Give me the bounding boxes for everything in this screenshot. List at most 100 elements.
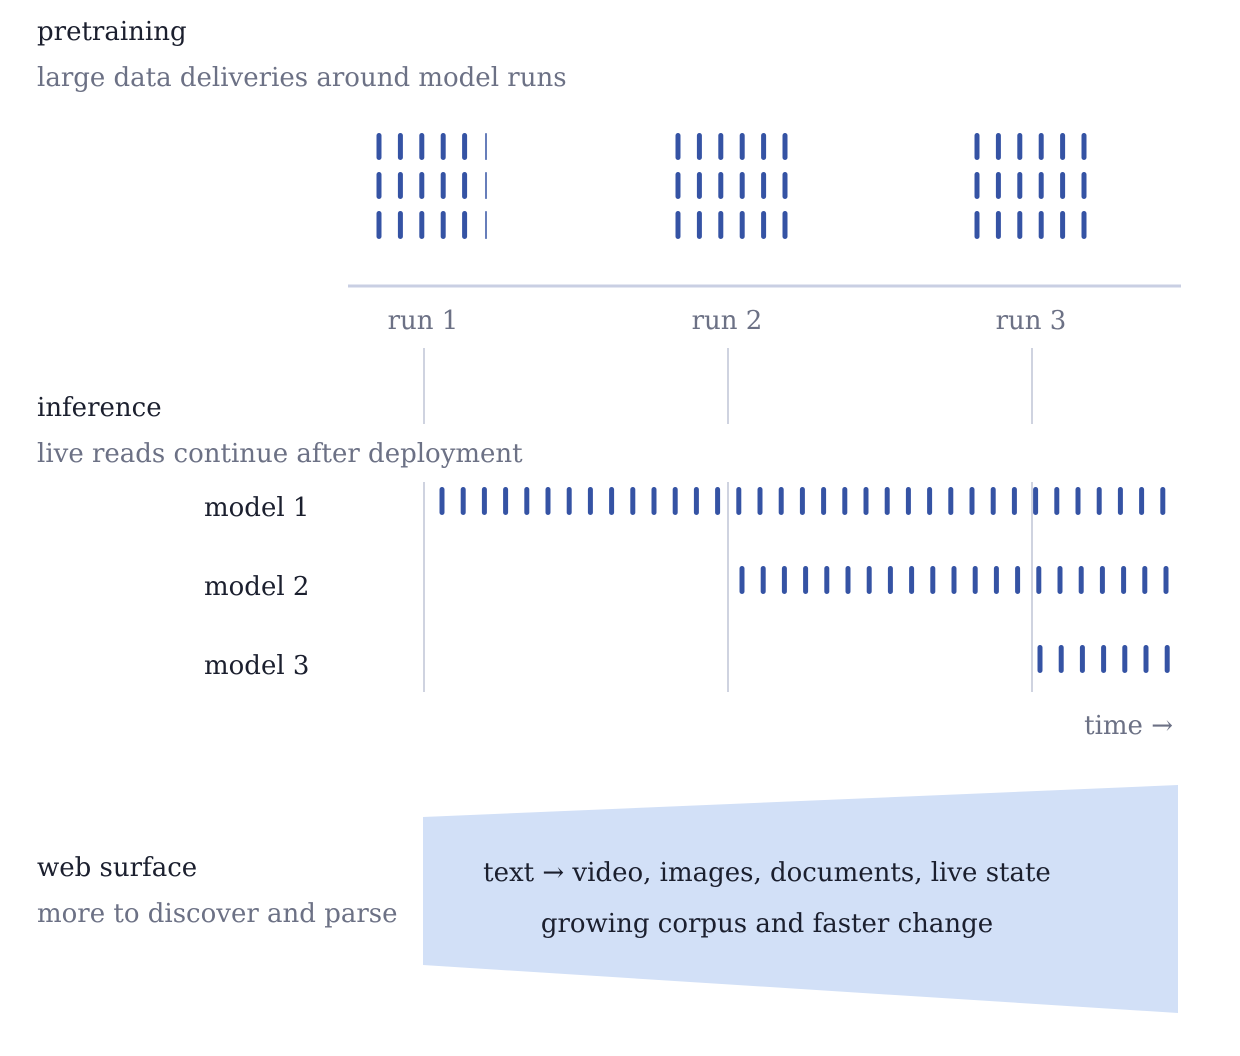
model-1-read-mark [948, 487, 954, 515]
model-1-read-mark [609, 487, 615, 515]
model-2-read-mark [951, 566, 957, 594]
model-3-read-mark [1101, 645, 1107, 673]
inference-subtitle: live reads continue after deployment [37, 439, 523, 469]
run-1-delivery-mark [462, 172, 468, 199]
run-2-delivery-mark [761, 172, 767, 199]
web-surface-subtitle: more to discover and parse [37, 899, 398, 929]
run-2-delivery-mark [696, 172, 702, 199]
run-2-delivery-mark [675, 211, 681, 239]
run-1-delivery-mark [419, 172, 425, 199]
model-1-read-mark [672, 487, 678, 515]
run-2-delivery-mark [739, 211, 745, 239]
run-2-delivery-mark [696, 133, 702, 160]
web-surface-line-2: growing corpus and faster change [541, 909, 993, 939]
run-2-delivery-mark [761, 211, 767, 239]
model-1-read-mark [736, 487, 742, 515]
model-1-read-mark [524, 487, 530, 515]
run-1-delivery-mark [419, 211, 425, 239]
inference-title: inference [37, 393, 162, 423]
model-3-read-mark [1037, 645, 1043, 673]
model-2-read-mark [803, 566, 809, 594]
model-2-read-mark [887, 566, 893, 594]
model-1-read-mark [481, 487, 487, 515]
run-1-delivery-mark [376, 172, 382, 199]
run-2-delivery-mark [718, 211, 724, 239]
pretraining-subtitle: large data deliveries around model runs [37, 63, 567, 93]
model-1-read-mark [460, 487, 466, 515]
model-1-read-mark [651, 487, 657, 515]
model-2-read-mark [972, 566, 978, 594]
run-2-delivery-mark [718, 172, 724, 199]
run-3-delivery-mark [1038, 133, 1044, 160]
model-1-read-mark [778, 487, 784, 515]
model-3-label: model 3 [204, 651, 309, 681]
pretraining-marks [376, 133, 1087, 239]
model-2-read-mark [1099, 566, 1105, 594]
run-3-delivery-mark [1017, 172, 1023, 199]
model-1-read-mark [545, 487, 551, 515]
model-3-read-mark [1143, 645, 1149, 673]
model-2-read-mark [993, 566, 999, 594]
model-2-read-mark [1142, 566, 1148, 594]
model-1-read-mark [990, 487, 996, 515]
model-2-read-mark [1078, 566, 1084, 594]
run-1-label: run 1 [388, 306, 459, 336]
run-3-delivery-mark [1081, 172, 1087, 199]
run-1-delivery-mark [440, 211, 446, 239]
model-2-read-mark [866, 566, 872, 594]
model-3-read-mark [1122, 645, 1128, 673]
model-1-read-mark [821, 487, 827, 515]
run-3-delivery-mark [1017, 133, 1023, 160]
model-1-read-mark [1096, 487, 1102, 515]
model-2-read-mark [1163, 566, 1169, 594]
run-3-delivery-mark [974, 172, 980, 199]
inference-marks [439, 487, 1170, 673]
model-1-read-mark [1033, 487, 1039, 515]
model-2-read-mark [1036, 566, 1042, 594]
run-3-delivery-mark [995, 172, 1001, 199]
run-2-delivery-mark [739, 133, 745, 160]
run-2-delivery-mark [782, 172, 788, 199]
model-1-read-mark [1139, 487, 1145, 515]
run-1-delivery-mark [440, 133, 446, 160]
run-1-delivery-mark [485, 172, 487, 199]
model-2-read-mark [845, 566, 851, 594]
model-1-read-mark [693, 487, 699, 515]
model-1-read-mark [884, 487, 890, 515]
model-1-read-mark [630, 487, 636, 515]
run-3-delivery-mark [1081, 133, 1087, 160]
run-3-delivery-mark [1060, 172, 1066, 199]
run-2-delivery-mark [782, 211, 788, 239]
run-1-delivery-mark [376, 211, 382, 239]
web-surface-title: web surface [37, 853, 197, 883]
run-1-delivery-mark [440, 172, 446, 199]
model-1-read-mark [587, 487, 593, 515]
run-dividers [423, 348, 1033, 692]
model-1-read-mark [566, 487, 572, 515]
model-2-read-mark [909, 566, 915, 594]
run-1-delivery-mark [485, 211, 487, 239]
run-3-delivery-mark [1038, 172, 1044, 199]
web-surface-line-1: text → video, images, documents, live st… [483, 858, 1051, 888]
run-2-delivery-mark [696, 211, 702, 239]
model-1-read-mark [715, 487, 721, 515]
model-2-read-mark [824, 566, 830, 594]
model-1-read-mark [969, 487, 975, 515]
run-3-delivery-mark [974, 133, 980, 160]
model-1-read-mark [1117, 487, 1123, 515]
run-1-delivery-mark [485, 133, 487, 160]
run-2-delivery-mark [675, 172, 681, 199]
model-1-label: model 1 [204, 493, 309, 523]
model-1-read-mark [439, 487, 445, 515]
run-1-delivery-mark [462, 133, 468, 160]
pretraining-title: pretraining [37, 17, 187, 47]
model-2-read-mark [739, 566, 745, 594]
model-1-read-mark [1075, 487, 1081, 515]
model-2-read-mark [930, 566, 936, 594]
run-1-delivery-mark [397, 133, 403, 160]
model-2-read-mark [1015, 566, 1021, 594]
model-1-read-mark [757, 487, 763, 515]
model-1-read-mark [1160, 487, 1166, 515]
model-2-read-mark [781, 566, 787, 594]
